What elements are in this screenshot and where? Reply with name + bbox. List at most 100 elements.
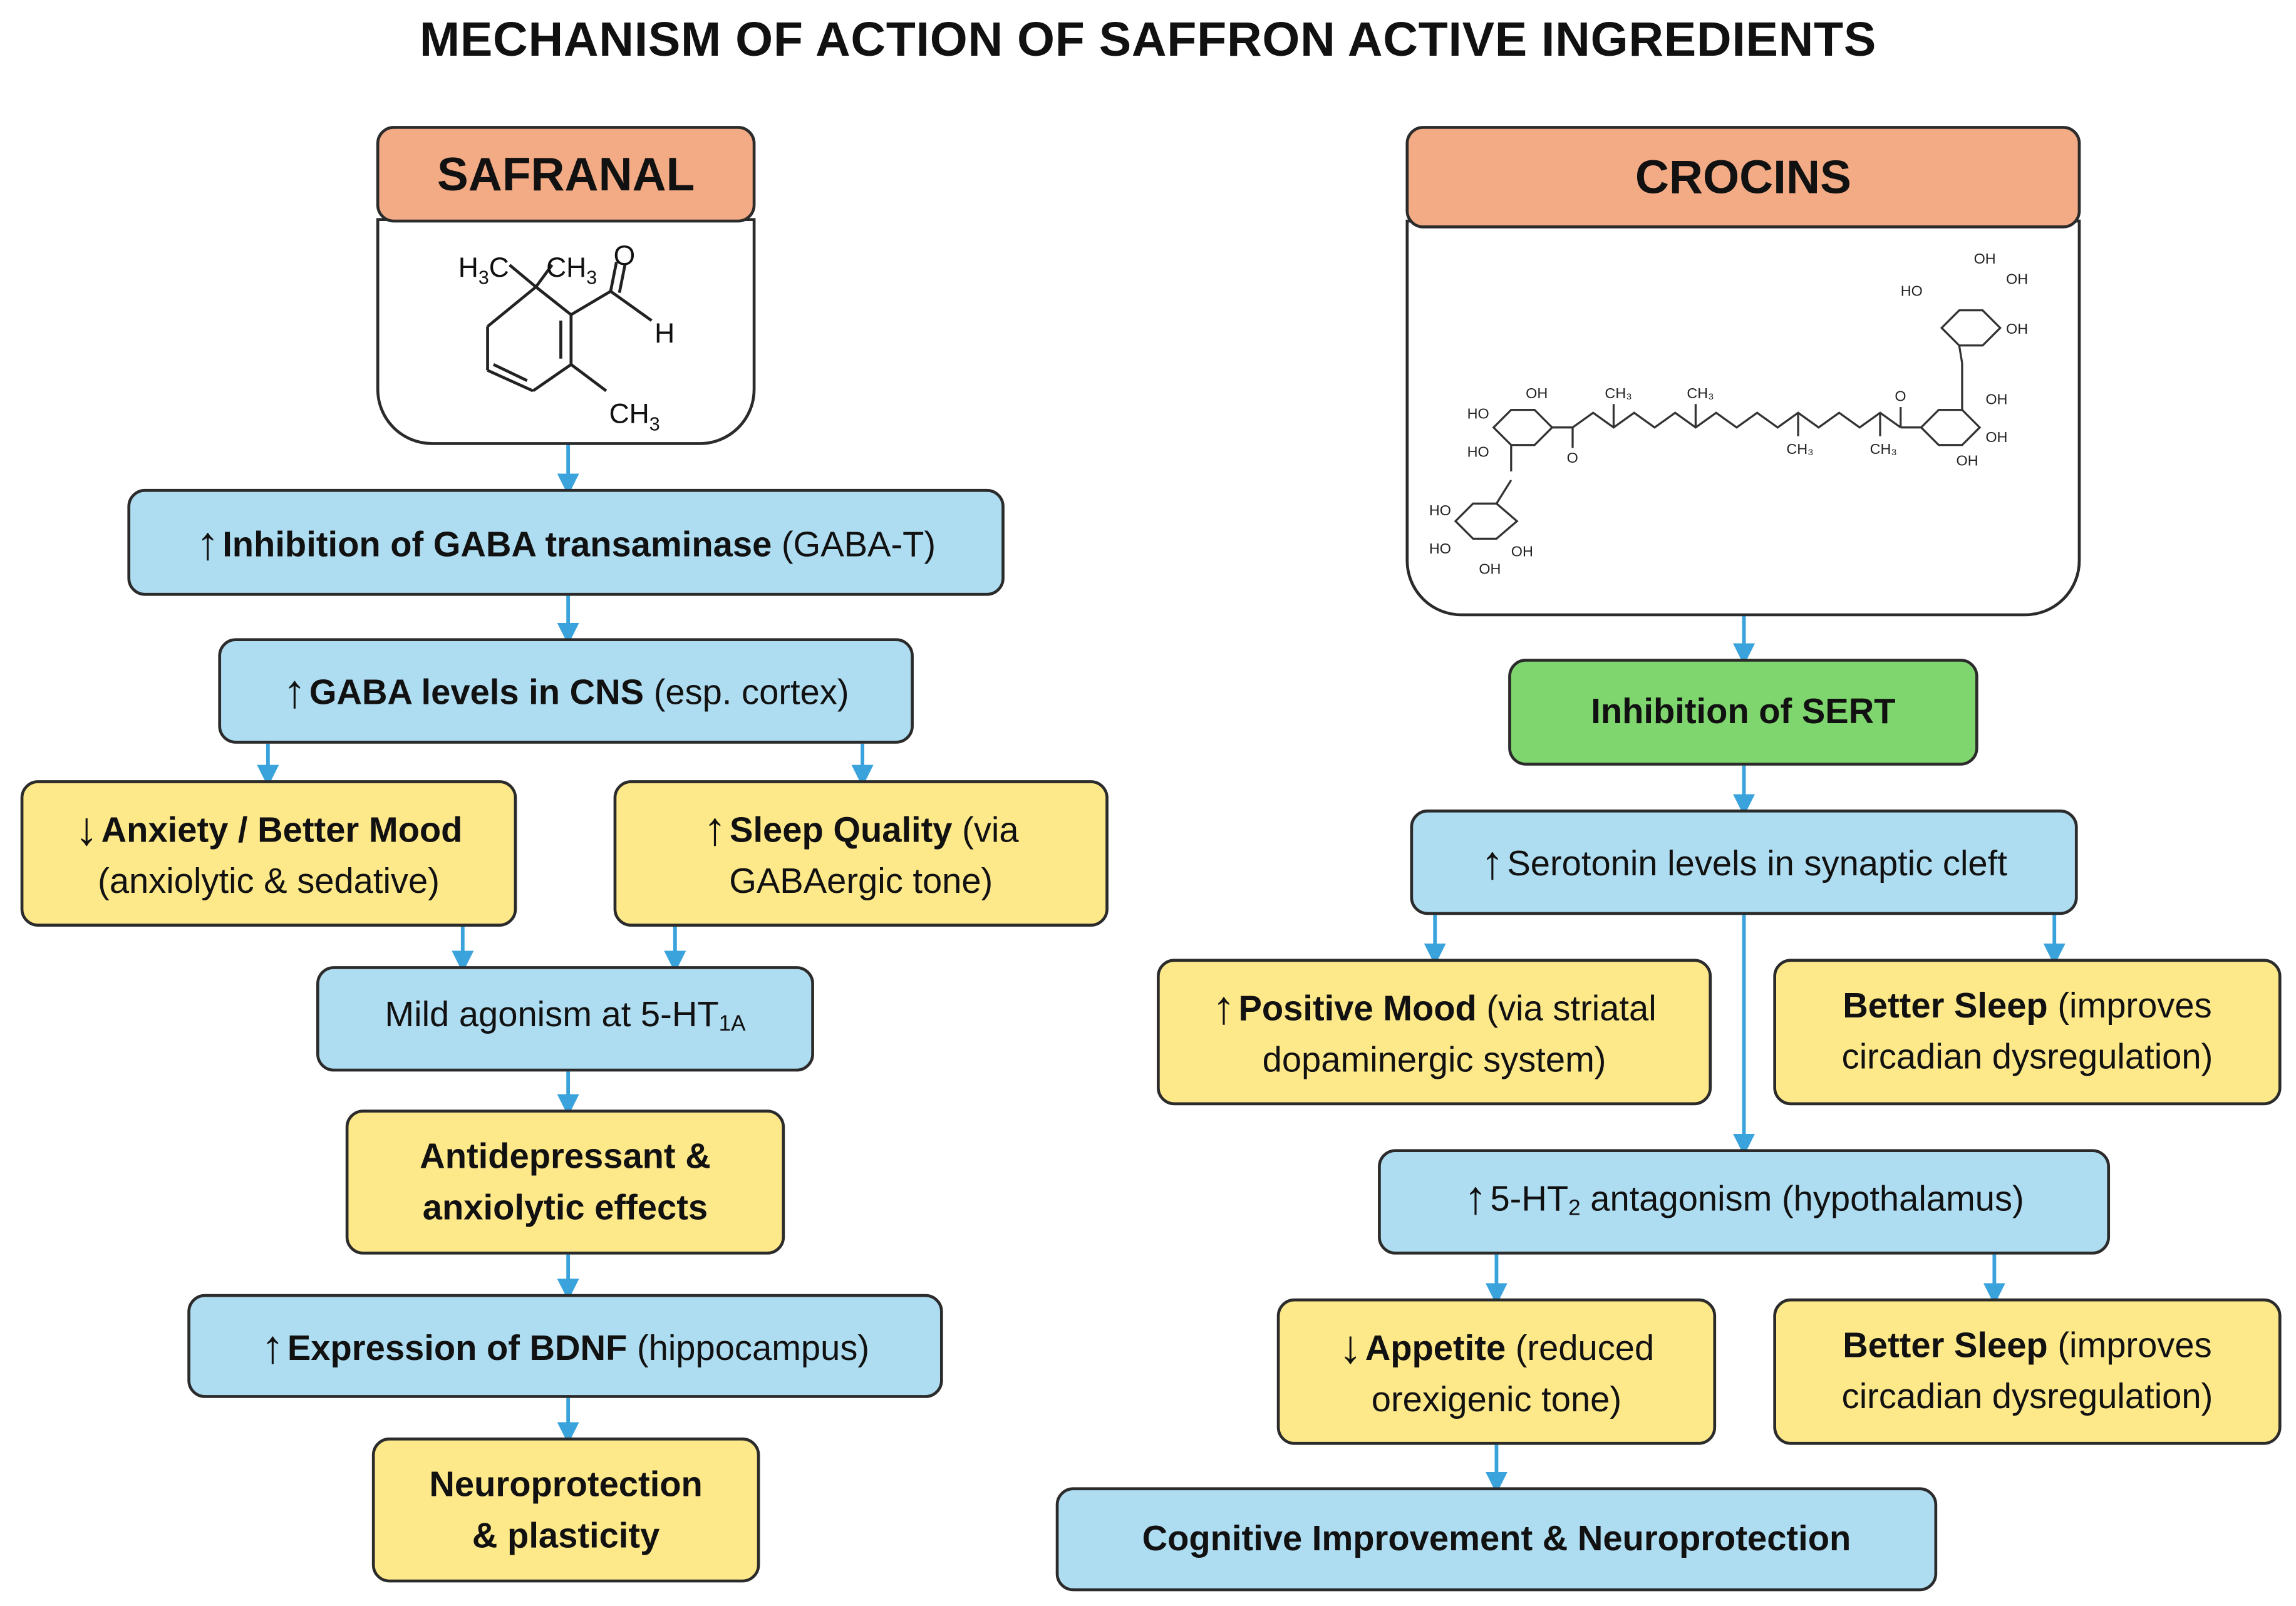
safranal-structure-icon: H3C CH3 O H CH3 (458, 240, 675, 435)
crocins-ho-d: HO (1429, 540, 1451, 557)
diagram-title: MECHANISM OF ACTION OF SAFFRON ACTIVE IN… (419, 11, 1877, 66)
antidep-line1: Antidepressant & (420, 1136, 711, 1176)
crocins-ch3-a: CH₃ (1605, 385, 1632, 401)
crocins-ch3-d: CH₃ (1870, 441, 1897, 457)
anxiety-box: ↓Anxiety / Better Mood (anxiolytic & sed… (20, 780, 517, 927)
positive-mood-bold: Positive Mood (1238, 989, 1477, 1029)
cognitive-box: Cognitive Improvement & Neuroprotection (1055, 1487, 1938, 1592)
up-arrow-icon: ↑ (703, 801, 727, 855)
svg-text:CH3: CH3 (609, 399, 660, 435)
sleep-quality-box: ↑Sleep Quality (via GABAergic tone) (613, 780, 1109, 927)
up-arrow-icon: ↑ (1481, 835, 1504, 889)
crocins-ch3-c: CH₃ (1786, 441, 1813, 457)
up-arrow-icon: ↑ (196, 516, 220, 569)
crocins-oh-i: OH (2006, 321, 2028, 337)
up-arrow-icon: ↑ (1464, 1171, 1487, 1224)
up-arrow-icon: ↑ (261, 1319, 285, 1372)
safranal-me1-sub: 3 (478, 267, 489, 289)
safranal-me2-sub: 3 (586, 267, 597, 289)
better-sleep-box-2: Better Sleep (improves circadian dysregu… (1773, 1298, 2282, 1445)
bdnf-box: ↑Expression of BDNF (hippocampus) (187, 1294, 943, 1398)
serotonin-box: ↑Serotonin levels in synaptic cleft (1410, 809, 2078, 915)
down-arrow-icon: ↓ (75, 801, 98, 855)
neuro-line2: & plasticity (472, 1515, 660, 1556)
safranal-structure-panel: H3C CH3 O H CH3 (376, 218, 756, 445)
appetite-normal: (reduced (1506, 1328, 1655, 1368)
gaba-t-inhibition-box: ↑Inhibition of GABA transaminase (GABA-T… (127, 488, 1005, 596)
appetite-box: ↓Appetite (reduced orexigenic tone) (1276, 1298, 1717, 1445)
sert-inhibition-box: Inhibition of SERT (1508, 659, 1978, 766)
anxiety-line2: (anxiolytic & sedative) (98, 861, 440, 902)
gaba-levels-box: ↑GABA levels in CNS (esp. cortex) (218, 638, 914, 744)
crocins-ch3-b: CH₃ (1687, 385, 1714, 401)
up-arrow-icon: ↑ (1212, 980, 1236, 1033)
appetite-bold: Appetite (1365, 1328, 1506, 1368)
antagonism-pre: 5-HT (1490, 1180, 1569, 1220)
sleep-normal: (via (952, 810, 1019, 850)
antagonism-5ht2-box: ↑5-HT2 antagonism (hypothalamus) (1378, 1149, 2111, 1255)
crocins-oh-h: OH (2006, 271, 2028, 287)
crocins-oh-g: OH (1974, 250, 1996, 267)
gaba-levels-normal: (esp. cortex) (644, 673, 849, 713)
positive-mood-box: ↑Positive Mood (via striatal dopaminergi… (1157, 959, 1712, 1106)
better-sleep-box-1: Better Sleep (improves circadian dysregu… (1773, 959, 2282, 1106)
better-sleep-1-bold: Better Sleep (1843, 986, 2048, 1026)
crocins-o-b: O (1895, 388, 1906, 404)
safranal-me2: CH (546, 252, 586, 283)
better-sleep-1-normal: (improves (2047, 986, 2212, 1026)
crocins-structure-icon: CH₃ CH₃ CH₃ CH₃ O O HO HO OH HO HO OH OH… (1429, 250, 2028, 577)
safranal-me1: H (458, 252, 478, 283)
crocins-structure-panel: CH₃ CH₃ CH₃ CH₃ O O HO HO OH HO HO OH OH… (1405, 219, 2081, 617)
neuro-line1: Neuroprotection (429, 1464, 703, 1505)
safranal-header-label: SAFRANAL (437, 147, 695, 200)
better-sleep-2-normal: (improves (2047, 1326, 2212, 1366)
sleep-line2: GABAergic tone) (729, 861, 993, 902)
agonism-5ht1a-box: Mild agonism at 5-HT1A (316, 966, 814, 1072)
antidep-line2: anxiolytic effects (422, 1188, 708, 1228)
crocins-ho-e: HO (1901, 282, 1923, 299)
agonism-text: Mild agonism at 5-HT (385, 994, 719, 1034)
crocins-header: CROCINS (1405, 126, 2081, 229)
crocins-oh-e: OH (1985, 429, 2007, 445)
safranal-me3: CH (609, 399, 649, 430)
antidepressant-box: Antidepressant & anxiolytic effects (345, 1109, 785, 1255)
crocins-oh-a: OH (1526, 385, 1548, 401)
bdnf-bold: Expression of BDNF (287, 1328, 628, 1368)
gaba-t-normal: (GABA-T) (772, 525, 936, 565)
crocins-oh-b: OH (1511, 543, 1533, 559)
svg-text:CH3: CH3 (546, 252, 597, 289)
crocins-o-a: O (1567, 450, 1578, 466)
sleep-bold: Sleep Quality (730, 810, 953, 850)
antagonism-sub: 2 (1568, 1196, 1581, 1221)
up-arrow-icon: ↑ (282, 664, 307, 718)
crocins-ho-b: HO (1467, 443, 1489, 460)
serotonin-text: Serotonin levels in synaptic cleft (1507, 845, 2007, 885)
gaba-t-bold: Inhibition of GABA transaminase (222, 525, 772, 565)
safranal-me1-c: C (489, 252, 509, 283)
better-sleep-2-line2: circadian dysregulation) (1841, 1377, 2213, 1418)
sert-text: Inhibition of SERT (1591, 692, 1896, 732)
safranal-oxygen: O (614, 240, 636, 271)
positive-mood-normal: (via striatal (1476, 989, 1657, 1029)
safranal-hydrogen: H (654, 318, 675, 349)
anxiety-bold: Anxiety / Better Mood (101, 810, 463, 850)
svg-text:H3C: H3C (458, 252, 509, 289)
crocins-oh-f: OH (1957, 452, 1978, 468)
crocins-ho-c: HO (1429, 502, 1451, 518)
gaba-levels-bold: GABA levels in CNS (309, 673, 644, 713)
better-sleep-2-bold: Better Sleep (1843, 1326, 2048, 1366)
antagonism-post: antagonism (hypothalamus) (1580, 1180, 2024, 1220)
positive-mood-line2: dopaminergic system) (1262, 1040, 1606, 1080)
appetite-line2: orexigenic tone) (1371, 1379, 1622, 1419)
crocins-oh-d: OH (1985, 391, 2007, 407)
safranal-me3-sub: 3 (649, 413, 660, 435)
better-sleep-1-line2: circadian dysregulation) (1841, 1037, 2213, 1078)
cognitive-text: Cognitive Improvement & Neuroprotection (1142, 1519, 1851, 1559)
agonism-sub: 1A (718, 1011, 746, 1036)
neuroprotection-box: Neuroprotection & plasticity (371, 1437, 760, 1583)
bdnf-normal: (hippocampus) (627, 1328, 870, 1368)
down-arrow-icon: ↓ (1338, 1319, 1363, 1372)
crocins-ho-a: HO (1467, 406, 1489, 422)
